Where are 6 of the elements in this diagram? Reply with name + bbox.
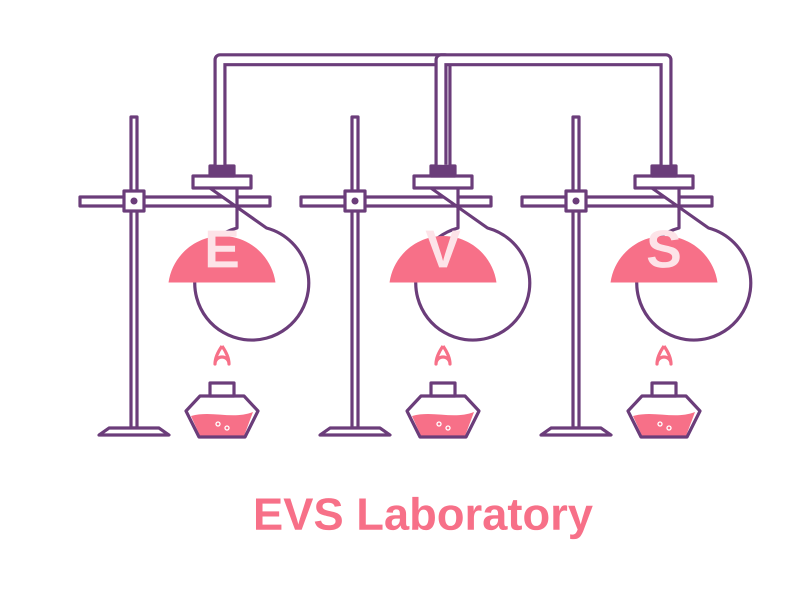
flask: E [168, 164, 310, 342]
pipe [213, 53, 452, 165]
title: EVS Laboratory [256, 496, 593, 540]
flask: S [610, 164, 752, 342]
pipe [434, 53, 673, 165]
flask: V [390, 164, 532, 342]
